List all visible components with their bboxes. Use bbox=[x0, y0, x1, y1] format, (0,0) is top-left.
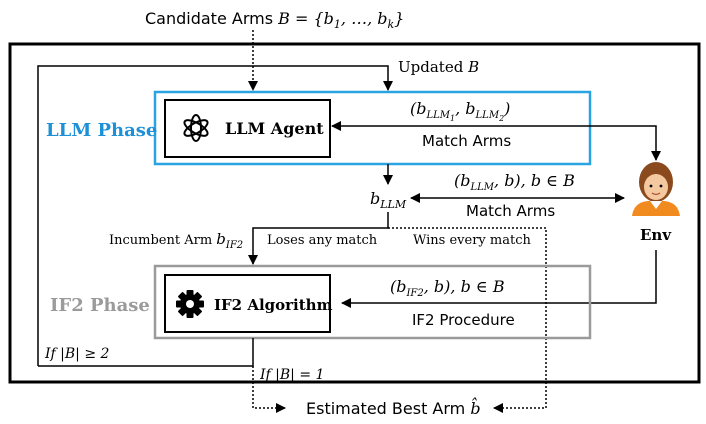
wins-label: Wins every match bbox=[413, 233, 531, 248]
env-label: Env bbox=[640, 226, 672, 244]
env-match-caption: Match Arms bbox=[466, 202, 555, 220]
if2-match-pair: (bIF2, b), b ∈ B bbox=[390, 277, 505, 299]
exit-branch-line bbox=[252, 366, 286, 413]
loses-label: Loses any match bbox=[267, 233, 378, 248]
candidate-arms-label: Candidate Arms B = {b1, …, bk} bbox=[145, 9, 404, 31]
llm-agent-box bbox=[164, 99, 331, 158]
openai-logo-icon bbox=[183, 114, 209, 142]
if2-phase-box bbox=[153, 264, 592, 340]
loop-condition-label: If |B| ≥ 2 bbox=[44, 346, 110, 362]
env-match-pair: (bLLM, b), b ∈ B bbox=[454, 171, 575, 193]
exit-condition-label: If |B| = 1 bbox=[259, 367, 324, 383]
llm-match-caption: Match Arms bbox=[422, 132, 511, 150]
llm-match-arrow bbox=[331, 121, 661, 161]
if2-procedure-caption: IF2 Procedure bbox=[412, 311, 515, 329]
outer-frame bbox=[8, 42, 701, 384]
llm-match-pair: (bLLM1, bLLM2) bbox=[410, 99, 510, 123]
wins-branch-line bbox=[388, 227, 547, 413]
incumbent-label: Incumbent Arm bIF2 bbox=[109, 230, 243, 251]
updated-b-label: Updated B bbox=[398, 58, 479, 76]
if2-phase-label: IF2 Phase bbox=[50, 295, 150, 316]
llm-agent-label: LLM Agent bbox=[225, 119, 324, 138]
loses-branch-line bbox=[248, 212, 389, 265]
updated-loop-line bbox=[37, 65, 393, 366]
estimated-best-arm-label: Estimated Best Arm b̂ bbox=[306, 398, 481, 418]
llm-phase-label: LLM Phase bbox=[46, 120, 157, 141]
env-if2-arrow bbox=[341, 250, 657, 308]
person-icon bbox=[632, 162, 680, 216]
if2-algorithm-label: IF2 Algorithm bbox=[214, 296, 333, 314]
gear-icon bbox=[176, 290, 204, 318]
b-llm-label: bLLM bbox=[370, 189, 407, 211]
